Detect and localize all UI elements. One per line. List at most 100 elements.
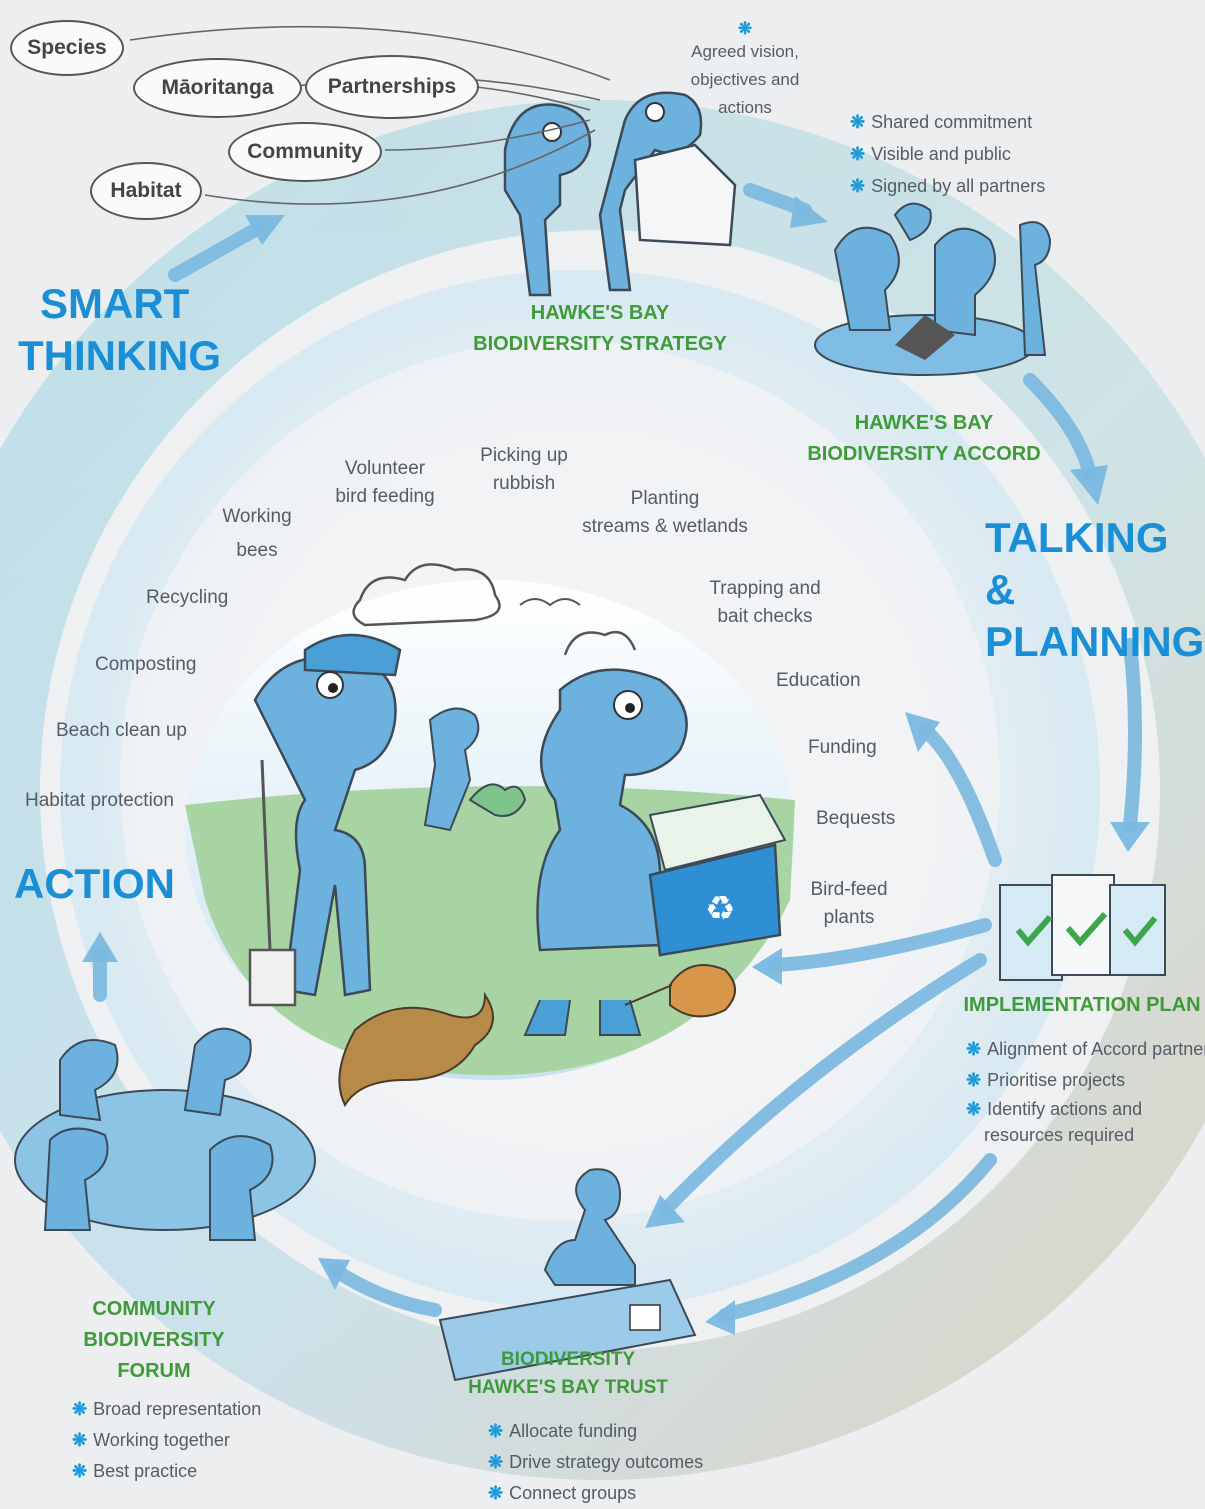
activity-education: Education — [776, 670, 861, 691]
trust-bullet: ❋Drive strategy outcomes — [488, 1447, 703, 1478]
forum-bullet: ❋Broad representation — [72, 1394, 261, 1425]
activity-bird-feed-plants: Bird-feed plants — [810, 876, 887, 932]
bubble-habitat: Habitat — [90, 162, 202, 220]
activity-line: Picking up — [480, 445, 568, 466]
activity-funding: Funding — [808, 737, 877, 758]
activity-line: rubbish — [492, 473, 556, 494]
activity-line: Trapping and — [709, 578, 821, 599]
forum-title-line1: COMMUNITY — [92, 1298, 216, 1320]
bubble-partnerships: Partnerships — [305, 55, 479, 119]
forum-title-line3: FORUM — [117, 1360, 191, 1382]
stage-smart-thinking: SMART THINKING — [18, 278, 221, 382]
forum-title: COMMUNITY BIODIVERSITY FORUM — [83, 1294, 224, 1387]
accord-title-line2: BIODIVERSITY ACCORD — [807, 443, 1041, 465]
stage-smart-line1: SMART — [40, 280, 190, 327]
implementation-bullet: ❋Prioritise projects — [966, 1065, 1205, 1096]
asterisk-icon: ❋ — [72, 1461, 88, 1481]
arrow-heads — [82, 196, 1150, 1335]
accord-title-line1: HAWKE'S BAY — [854, 412, 994, 434]
activity-composting: Composting — [95, 654, 197, 675]
strategy-title-line2: BIODIVERSITY STRATEGY — [473, 333, 727, 355]
accord-bullet: ❋Signed by all partners — [850, 170, 1045, 202]
strategy-title: HAWKE'S BAY BIODIVERSITY STRATEGY — [473, 298, 727, 360]
stage-talking-line2: PLANNING — [985, 618, 1205, 665]
activity-volunteer-bird-feeding: Volunteer bird feeding — [335, 455, 434, 511]
accord-figures-illustration — [814, 202, 1052, 376]
stage-talking-line1: TALKING & — [985, 514, 1169, 613]
trust-bullet: ❋Allocate funding — [488, 1416, 703, 1447]
trust-bullet-text: Connect groups — [509, 1483, 637, 1503]
strategy-title-line1: HAWKE'S BAY — [530, 302, 670, 324]
accord-bullet-text: Shared commitment — [871, 112, 1033, 132]
forum-bullet: ❋Working together — [72, 1425, 261, 1456]
accord-bullet: ❋Visible and public — [850, 138, 1045, 170]
strategy-note-line2: objectives and — [690, 70, 800, 89]
activity-line: streams & wetlands — [582, 516, 748, 537]
clipboards-illustration — [999, 874, 1166, 981]
asterisk-icon: ❋ — [488, 1421, 504, 1441]
activity-habitat-protection: Habitat protection — [25, 790, 174, 811]
bubble-species: Species — [10, 20, 124, 76]
accord-bullet-text: Signed by all partners — [871, 176, 1046, 196]
activity-line: bird feeding — [335, 486, 435, 507]
asterisk-icon: ❋ — [966, 1039, 982, 1059]
activity-beach-clean-up: Beach clean up — [56, 720, 187, 741]
trust-bullet-text: Allocate funding — [509, 1421, 638, 1441]
svg-text:♻: ♻ — [705, 889, 735, 929]
activity-planting: Planting streams & wetlands — [582, 485, 748, 541]
stage-talking-planning: TALKING & PLANNING — [985, 512, 1205, 668]
forum-bullet-text: Working together — [93, 1430, 230, 1450]
activity-picking-up-rubbish: Picking up rubbish — [480, 442, 568, 498]
implementation-bullet-text: Identify actions and — [987, 1099, 1143, 1119]
asterisk-icon: ❋ — [966, 1070, 982, 1090]
trust-bullets: ❋Allocate funding ❋Drive strategy outcom… — [488, 1416, 703, 1509]
central-scene-illustration: ♻ — [185, 563, 795, 1108]
activity-line: Working — [222, 506, 292, 527]
strategy-note: ❋ Agreed vision, objectives and actions — [691, 20, 800, 122]
activity-line: bait checks — [717, 606, 813, 627]
trust-title: BIODIVERSITY HAWKE'S BAY TRUST — [468, 1346, 668, 1402]
trust-bullet: ❋Connect groups — [488, 1478, 703, 1509]
asterisk-icon: ❋ — [488, 1452, 504, 1472]
accord-bullets: ❋Shared commitment ❋Visible and public ❋… — [850, 106, 1045, 202]
forum-bullet-text: Broad representation — [93, 1399, 262, 1419]
implementation-bullet-text: Prioritise projects — [987, 1070, 1126, 1090]
implementation-title: IMPLEMENTATION PLAN — [963, 994, 1201, 1016]
activity-bequests: Bequests — [816, 808, 896, 829]
asterisk-icon: ❋ — [488, 1483, 504, 1503]
asterisk-icon: ❋ — [850, 144, 866, 164]
strategy-figures-illustration — [503, 91, 737, 297]
trust-title-line2: HAWKE'S BAY TRUST — [468, 1377, 668, 1398]
accord-title: HAWKE'S BAY BIODIVERSITY ACCORD — [807, 408, 1040, 470]
activity-line: bees — [236, 540, 278, 561]
activity-recycling: Recycling — [146, 587, 229, 608]
asterisk-icon: ❋ — [850, 176, 866, 196]
accord-bullet-text: Visible and public — [871, 144, 1011, 164]
activity-line: plants — [823, 907, 875, 928]
activity-line: Bird-feed — [810, 879, 888, 900]
trust-bullet-text: Drive strategy outcomes — [509, 1452, 704, 1472]
implementation-bullets: ❋Alignment of Accord partners ❋Prioritis… — [966, 1034, 1205, 1148]
activity-trapping: Trapping and bait checks — [709, 575, 820, 631]
trust-figure-illustration — [438, 1168, 697, 1382]
forum-bullets: ❋Broad representation ❋Working together … — [72, 1394, 261, 1487]
asterisk-icon: ❋ — [850, 112, 866, 132]
implementation-bullet: ❋Alignment of Accord partners — [966, 1034, 1205, 1065]
forum-title-line2: BIODIVERSITY — [83, 1329, 225, 1351]
activity-working-bees: Working bees — [222, 500, 291, 568]
stage-action: ACTION — [14, 860, 175, 907]
stage-smart-line2: THINKING — [18, 332, 221, 379]
forum-bullet-text: Best practice — [93, 1461, 198, 1481]
strategy-note-line1: Agreed vision, — [691, 42, 799, 61]
accord-bullet: ❋Shared commitment — [850, 106, 1045, 138]
forum-bullet: ❋Best practice — [72, 1456, 261, 1487]
activity-line: Volunteer — [344, 458, 426, 479]
implementation-bullet-text: resources required — [984, 1125, 1135, 1145]
forum-figures-illustration — [14, 1027, 316, 1241]
implementation-bullet-text: Alignment of Accord partners — [987, 1039, 1205, 1059]
activity-line: Planting — [630, 488, 700, 509]
asterisk-icon: ❋ — [737, 19, 753, 38]
implementation-bullet: resources required — [984, 1122, 1205, 1148]
